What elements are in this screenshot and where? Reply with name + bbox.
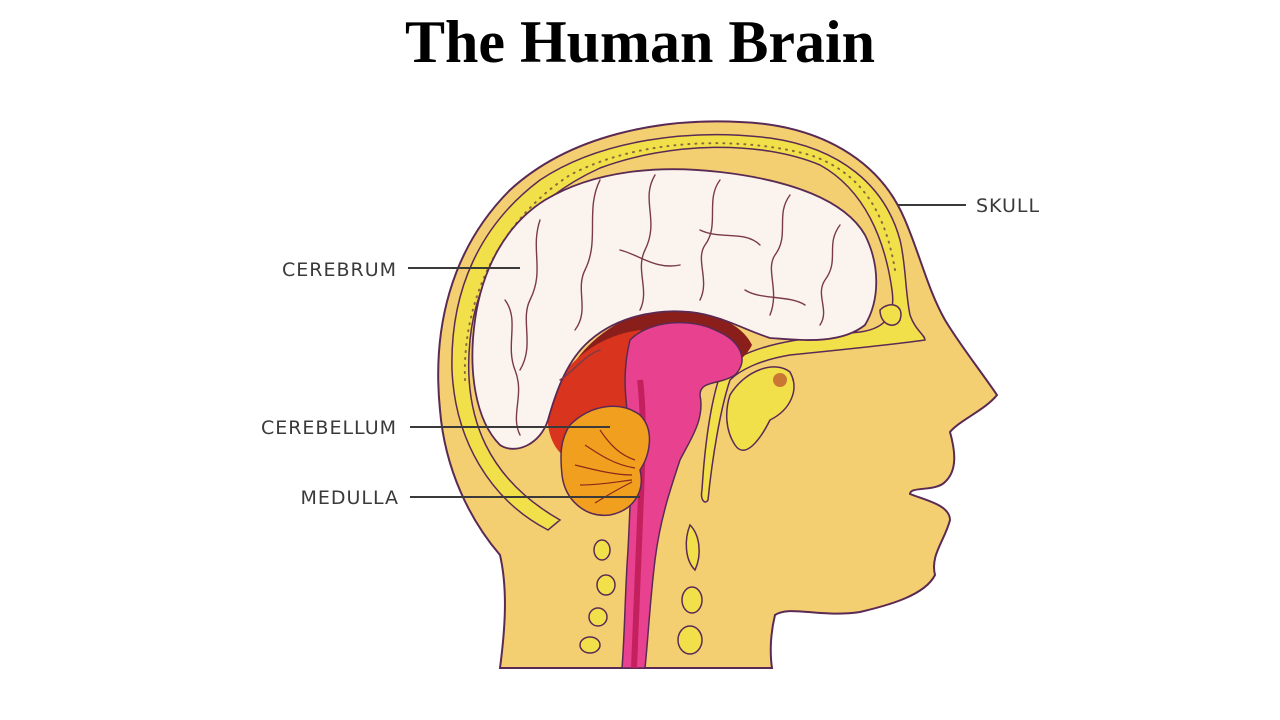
vertebrae <box>579 523 703 655</box>
sinus-spot <box>773 373 787 387</box>
label-cerebellum: CEREBELLUM <box>261 417 397 439</box>
sinus-shape <box>725 366 795 451</box>
cerebrum-folds <box>504 174 841 436</box>
cerebellum <box>560 405 651 516</box>
skull-band <box>451 133 926 531</box>
label-medulla: MEDULLA <box>300 487 399 509</box>
cerebrum <box>471 168 878 450</box>
cerebellum-folds <box>574 429 636 504</box>
label-skull: SKULL <box>976 195 1040 217</box>
sinus-small <box>879 304 902 326</box>
page-title: The Human Brain <box>404 9 876 75</box>
label-cerebrum: CEREBRUM <box>282 259 397 281</box>
